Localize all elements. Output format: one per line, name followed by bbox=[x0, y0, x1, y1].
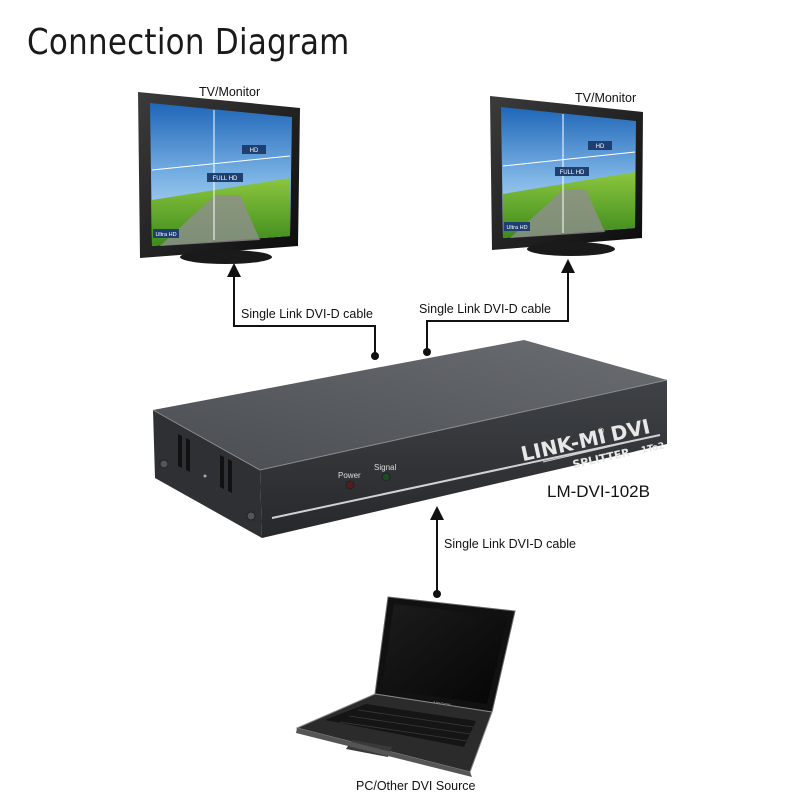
signal-led-label: Signal bbox=[374, 463, 396, 472]
page-title: Connection Diagram bbox=[27, 22, 350, 63]
device-variant: 1To2 bbox=[640, 441, 665, 456]
signal-led bbox=[381, 472, 391, 482]
svg-text:FULL HD: FULL HD bbox=[560, 170, 585, 176]
svg-text:HD: HD bbox=[596, 144, 605, 150]
cable-left-label: Single Link DVI-D cable bbox=[241, 307, 374, 321]
power-led bbox=[345, 480, 355, 490]
monitor-left-fullhd-badge bbox=[207, 173, 243, 182]
monitor-right-label: TV/Monitor bbox=[575, 91, 637, 105]
cable-right-connector bbox=[423, 259, 575, 356]
laptop-screen bbox=[382, 604, 508, 704]
monitor-left-uhd-badge bbox=[153, 229, 179, 238]
source-label: PC/Other DVI Source bbox=[356, 779, 476, 793]
monitor-right-stand bbox=[527, 242, 615, 256]
cable-input-label: Single Link DVI-D cable bbox=[444, 537, 577, 551]
svg-text:Ultra HD: Ultra HD bbox=[506, 225, 527, 231]
device-model-label: LM-DVI-102B bbox=[547, 482, 650, 501]
monitor-right: HD FULL HD Ultra HD bbox=[490, 96, 643, 256]
svg-text:HD: HD bbox=[250, 148, 259, 154]
laptop-source: NBOOK bbox=[295, 596, 516, 777]
monitor-right-hd-badge bbox=[588, 141, 612, 150]
monitor-right-uhd-badge bbox=[504, 222, 530, 231]
svg-text:FULL HD: FULL HD bbox=[213, 176, 238, 182]
monitor-left: HD FULL HD Ultra HD bbox=[138, 92, 300, 264]
monitor-left-hd-badge bbox=[242, 145, 266, 154]
monitor-left-label: TV/Monitor bbox=[199, 85, 261, 99]
cable-left-connector bbox=[227, 263, 379, 360]
monitor-right-fullhd-badge bbox=[555, 167, 589, 176]
monitor-left-stand bbox=[180, 250, 272, 264]
dvi-splitter-device: LINK-MI ® DVI SPLITTER 1To2 Power Signal bbox=[152, 340, 668, 538]
power-led-label: Power bbox=[338, 471, 361, 480]
laptop-keyboard bbox=[325, 704, 476, 747]
device-registered-mark: ® bbox=[596, 426, 606, 437]
cable-input-connector bbox=[430, 506, 444, 598]
cable-right-label: Single Link DVI-D cable bbox=[419, 302, 552, 316]
svg-text:Ultra HD: Ultra HD bbox=[155, 232, 176, 238]
